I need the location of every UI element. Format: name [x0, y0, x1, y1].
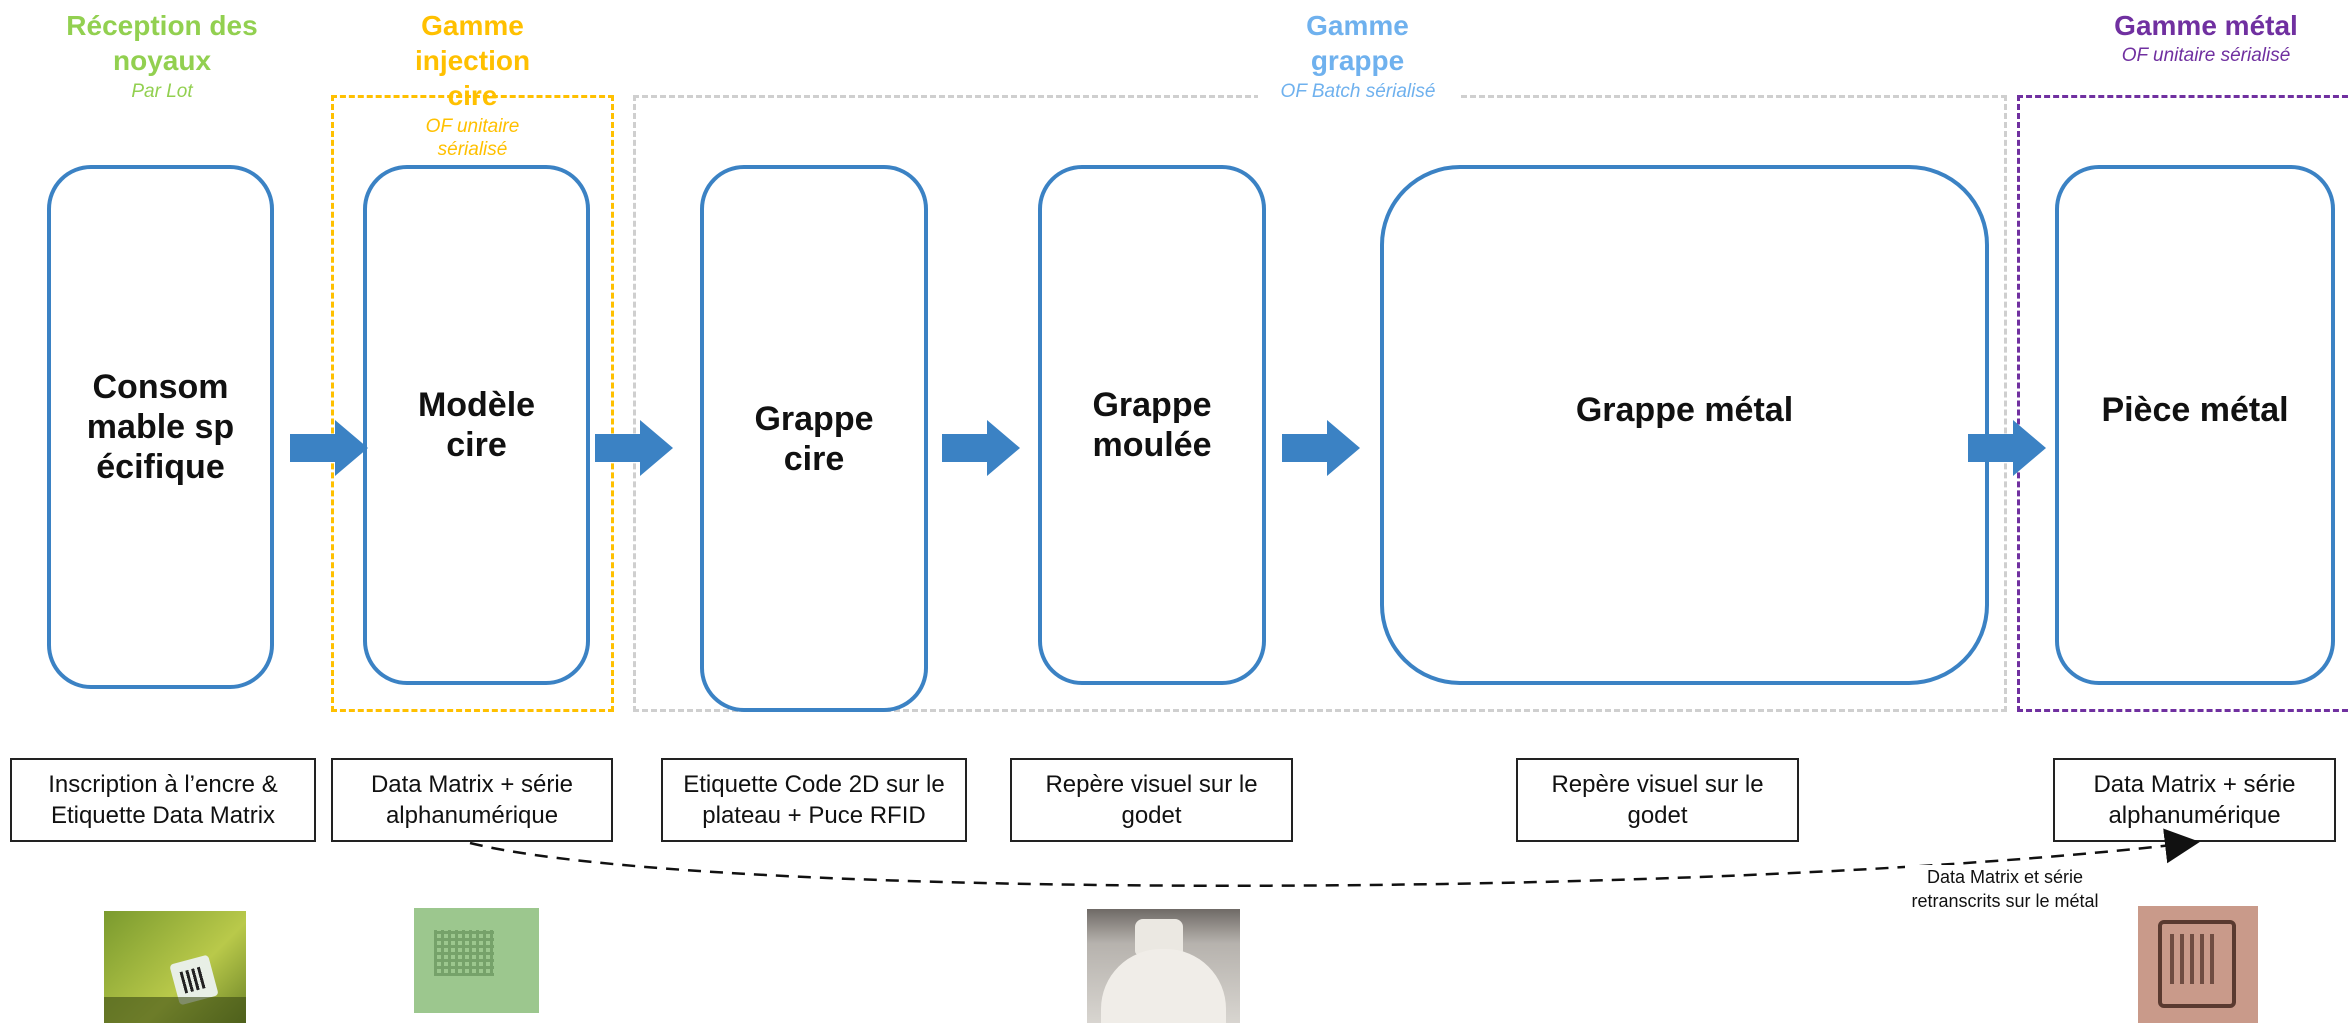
- transfer-dashed-arrow: [469, 828, 2200, 887]
- stage-grappe-moulee-label: Grappe moulée: [1092, 386, 1212, 464]
- identifier-grappe-metal: Repère visuel sur le godet: [1516, 758, 1799, 842]
- flow-arrow-3: [942, 420, 1020, 476]
- stage-piece-metal-label: Pièce métal: [2101, 391, 2289, 429]
- reception-subheader: Par Lot: [131, 81, 193, 102]
- metal-header: Gamme métal: [2114, 10, 2298, 41]
- stage-grappe-metal-label: Grappe métal: [1575, 391, 1794, 429]
- stage-grappe-metal: Grappe métal: [1380, 165, 1989, 685]
- identifier-piece-metal: Data Matrix + série alphanumérique: [2053, 758, 2336, 842]
- stage-grappe-cire-label: Grappe cire: [754, 399, 874, 478]
- metal-datamatrix-photo: [2138, 906, 2258, 1023]
- flow-arrow-5: [1968, 420, 2046, 476]
- injection-header: Gamme injection cire: [414, 10, 531, 111]
- flow-arrow-1: [290, 420, 368, 476]
- reception-header: Réception des noyaux: [66, 10, 258, 76]
- stage-consommable: Consommable spécifique: [47, 165, 274, 689]
- grappe-subheader: OF Batch sérialisé: [1258, 80, 1458, 103]
- transfer-note: Data Matrix et série retranscrits sur le…: [1905, 865, 2105, 913]
- metal-range-frame: [2017, 95, 2351, 712]
- stage-modele-cire: Modèle cire: [363, 165, 590, 685]
- stage-consommable-label: Consommable spécifique: [86, 368, 235, 486]
- stage-grappe-cire: Grappe cire: [700, 165, 928, 712]
- injection-range-frame: [331, 95, 614, 712]
- identifier-grappe-cire: Etiquette Code 2D sur le plateau + Puce …: [661, 758, 967, 842]
- flow-arrow-4: [1282, 420, 1360, 476]
- core-label-photo: [104, 911, 246, 1023]
- metal-subheader: OF unitaire sérialisé: [2121, 45, 2291, 66]
- injection-subheader: OF unitaire sérialisé: [425, 116, 520, 160]
- wax-datamatrix-photo: [414, 908, 539, 1013]
- grappe-header: Gamme grappe: [1306, 10, 1409, 76]
- stage-grappe-moulee: Grappe moulée: [1038, 165, 1266, 685]
- identifier-modele-cire: Data Matrix + série alphanumérique: [331, 758, 613, 842]
- identifier-grappe-moulee: Repère visuel sur le godet: [1010, 758, 1293, 842]
- stage-modele-cire-label: Modèle cire: [417, 386, 536, 464]
- stage-piece-metal: Pièce métal: [2055, 165, 2335, 685]
- identifier-consommable: Inscription à l’encre & Etiquette Data M…: [10, 758, 316, 842]
- flow-arrow-2: [595, 420, 673, 476]
- ceramic-cup-photo: [1087, 909, 1240, 1023]
